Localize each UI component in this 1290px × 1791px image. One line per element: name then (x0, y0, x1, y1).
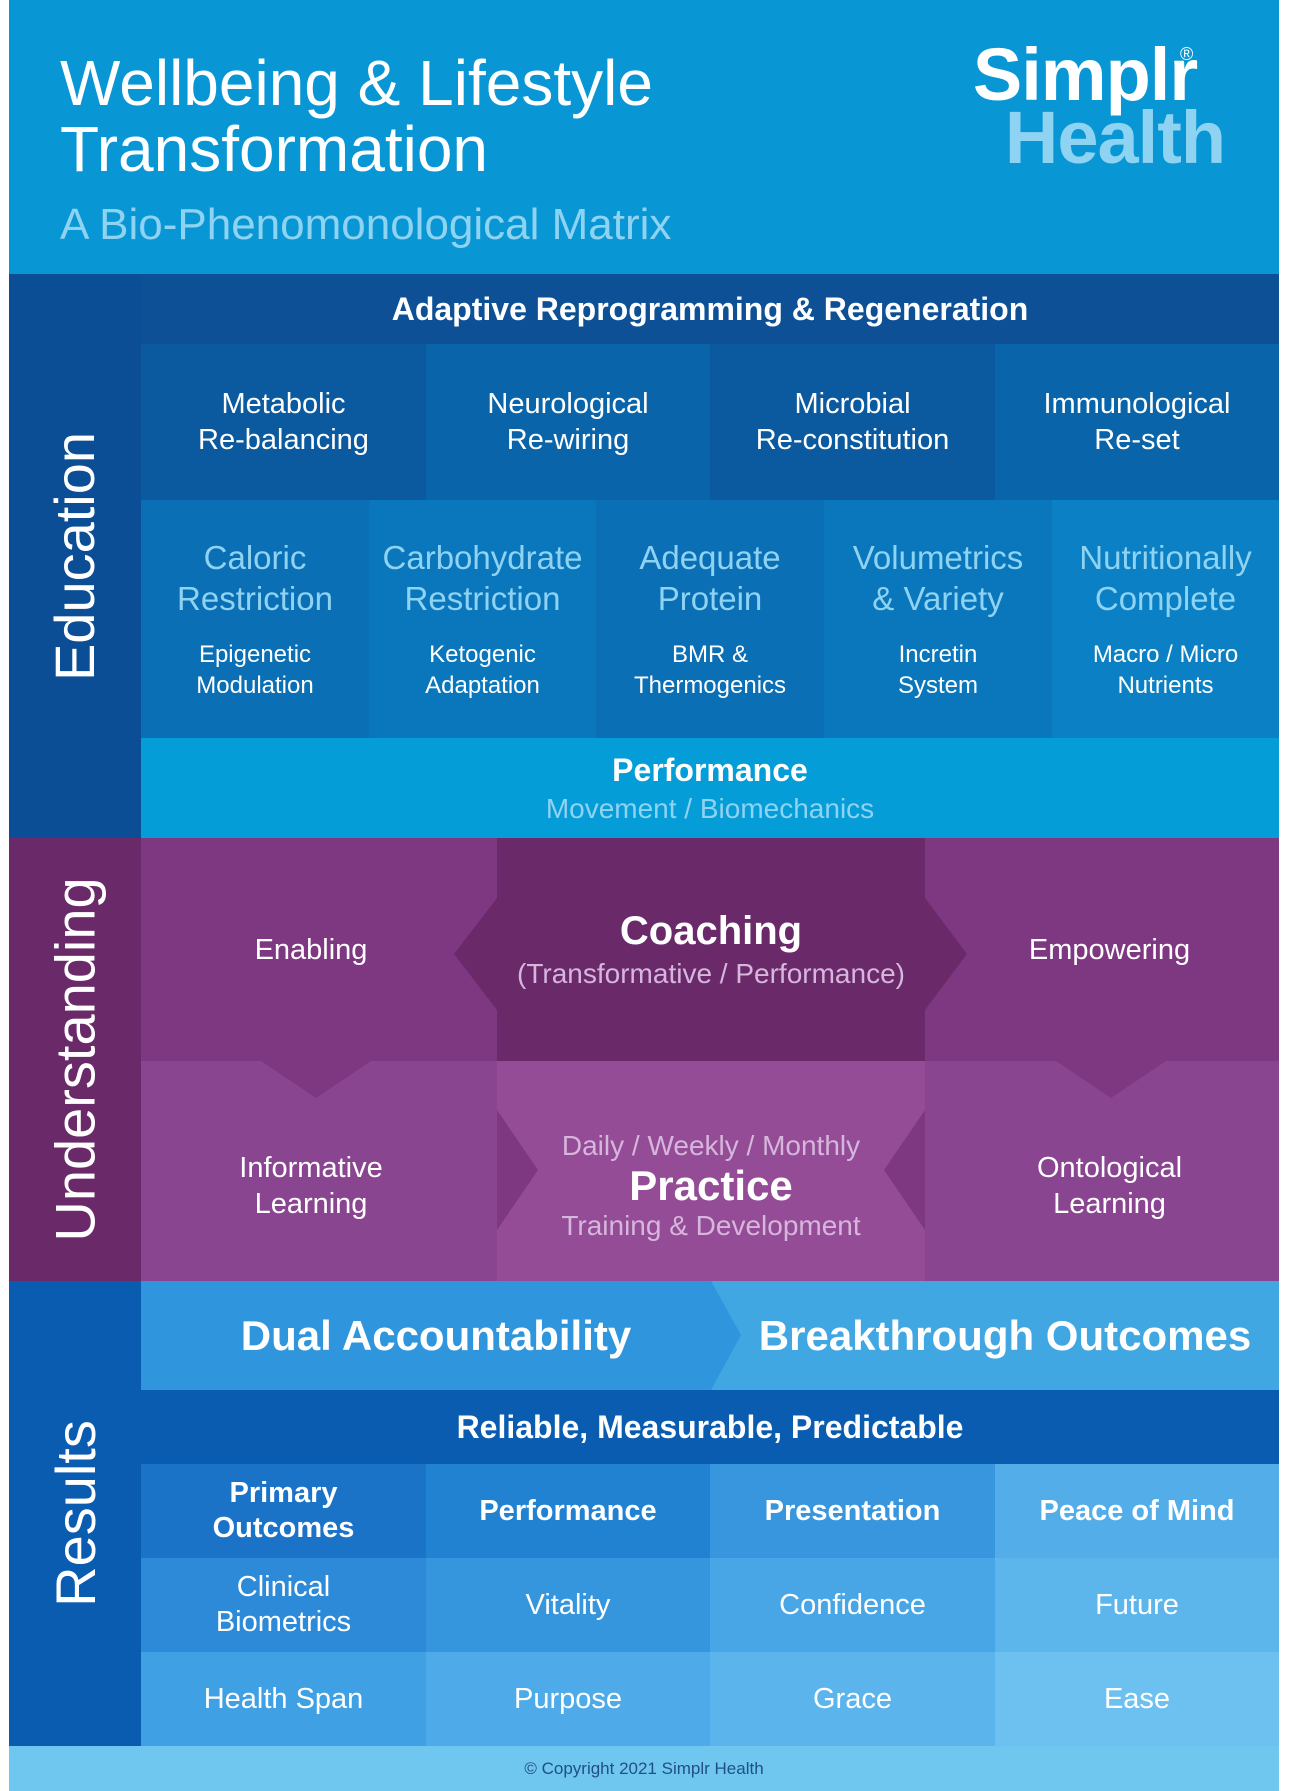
strategy-sub-2: Nutrients (1117, 672, 1214, 699)
strategy-title-1: Carbohydrate (382, 539, 583, 576)
results-cell: Clinical Biometrics (141, 1558, 426, 1652)
understanding-shapes (141, 838, 1279, 1281)
side-label-education: Education (9, 274, 141, 838)
ontological-panel (925, 1061, 1279, 1281)
ontological-line-1: Ontological (1036, 1152, 1183, 1184)
mechanism-line-2: Re-constitution (755, 424, 950, 456)
strategy-sub-2: System (897, 672, 978, 699)
dual-accountability: Dual Accountability (240, 1311, 632, 1359)
practice-shape (497, 1061, 925, 1281)
strategy-sub-1: Epigenetic (198, 641, 312, 668)
strategy-sub-2: Thermogenics (633, 672, 787, 699)
side-label-results: Results (9, 1281, 141, 1746)
mechanism-line-2: Re-set (1094, 424, 1180, 456)
side-label-understanding-text: Understanding (43, 877, 107, 1242)
practice-title: Practice (629, 1162, 793, 1209)
results-cell: Grace (710, 1652, 995, 1746)
strategy-cell: Carbohydrate Restriction Ketogenic Adapt… (369, 500, 596, 738)
breakthrough-outcomes: Breakthrough Outcomes (758, 1311, 1252, 1359)
results-cell: Vitality (426, 1558, 710, 1652)
title-line-1: Wellbeing & Lifestyle (60, 47, 653, 119)
practice-frequency: Daily / Weekly / Monthly (561, 1130, 861, 1161)
strategy-sub-2: Adaptation (425, 672, 540, 699)
strategy-cell: Volumetrics & Variety Incretin System (824, 500, 1052, 738)
coaching-block: Coaching (Transformative / Performance) (497, 838, 925, 1061)
strategy-cell: Nutritionally Complete Macro / Micro Nut… (1052, 500, 1279, 738)
logo-health: Health (1004, 96, 1226, 179)
results-cell: Health Span (141, 1652, 426, 1746)
coaching-title: Coaching (619, 909, 803, 953)
strategy-title-1: Adequate (639, 539, 781, 576)
page-title: Wellbeing & Lifestyle Transformation (60, 50, 860, 182)
strategy-title-2: & Variety (872, 580, 1004, 617)
strategy-sub-2: Modulation (196, 672, 314, 699)
mechanism-line-1: Metabolic (221, 388, 346, 420)
enabling-label: Enabling (254, 933, 368, 966)
results-cell: Confidence (710, 1558, 995, 1652)
strategy-title-1: Nutritionally (1079, 539, 1252, 576)
header-banner (9, 0, 1279, 274)
copyright-footer: © Copyright 2021 Simplr Health (9, 1746, 1279, 1791)
practice-subtitle: Training & Development (561, 1210, 861, 1241)
mechanism-cell: Neurological Re-wiring (426, 344, 710, 500)
strategy-title-2: Restriction (177, 580, 333, 617)
results-cell: Purpose (426, 1652, 710, 1746)
coaching-subtitle: (Transformative / Performance) (517, 958, 905, 989)
results-header-cell: Primary Outcomes (141, 1464, 426, 1558)
empowering-label: Empowering (1028, 933, 1191, 966)
dual-arrow-shape (141, 1281, 741, 1390)
strategy-title-2: Restriction (404, 580, 561, 617)
accountability-arrow (141, 1281, 1279, 1390)
performance-subtitle: Movement / Biomechanics (545, 792, 875, 824)
mechanism-cell: Microbial Re-constitution (710, 344, 995, 500)
page-subtitle: A Bio-Phenomonological Matrix (60, 200, 672, 249)
mechanism-line-1: Microbial (794, 388, 911, 420)
performance-title: Performance (612, 751, 808, 788)
strategy-cell: Adequate Protein BMR & Thermogenics (596, 500, 824, 738)
mechanism-line-1: Neurological (487, 388, 649, 420)
strategy-title-2: Complete (1094, 580, 1237, 617)
side-label-understanding: Understanding (9, 838, 141, 1281)
informative-line-1: Informative (239, 1152, 383, 1184)
mechanism-line-1: Immunological (1043, 388, 1231, 420)
side-label-results-text: Results (43, 1420, 107, 1607)
results-header-cell: Peace of Mind (995, 1464, 1279, 1558)
mechanism-cell: Metabolic Re-balancing (141, 344, 426, 500)
strategy-sub-1: Incretin (898, 641, 978, 668)
mechanism-line-2: Re-wiring (506, 424, 630, 456)
strategy-title-2: Protein (657, 580, 763, 617)
strategy-cell: Caloric Restriction Epigenetic Modulatio… (141, 500, 369, 738)
informative-learning: Informative Learning (141, 1101, 481, 1271)
coaching-hexagon (454, 838, 967, 1061)
ontological-line-2: Learning (1053, 1188, 1166, 1220)
mechanism-cell: Immunological Re-set (995, 344, 1279, 500)
title-line-2: Transformation (60, 113, 488, 185)
registered-mark: ® (1180, 44, 1194, 64)
results-header-cell: Performance (426, 1464, 710, 1558)
reliable-banner: Reliable, Measurable, Predictable (141, 1390, 1279, 1464)
results-cell: Future (995, 1558, 1279, 1652)
results-header-cell: Presentation (710, 1464, 995, 1558)
informative-panel (141, 1061, 497, 1281)
side-label-education-text: Education (43, 431, 107, 681)
performance-banner: Performance Movement / Biomechanics (141, 738, 1279, 838)
informative-line-2: Learning (254, 1188, 368, 1220)
logo-simplr: Simplr (972, 33, 1198, 116)
strategy-sub-1: BMR & (671, 641, 748, 668)
results-cell: Ease (995, 1652, 1279, 1746)
adaptive-banner: Adaptive Reprogramming & Regeneration (141, 274, 1279, 344)
strategy-title-1: Volumetrics (852, 539, 1024, 576)
strategy-sub-1: Macro / Micro (1092, 641, 1239, 668)
ontological-learning: Ontological Learning (940, 1101, 1279, 1271)
strategy-sub-1: Ketogenic (429, 641, 536, 668)
strategy-title-1: Caloric (203, 539, 307, 576)
practice-block: Daily / Weekly / Monthly Practice Traini… (497, 1091, 925, 1281)
mechanism-line-2: Re-balancing (198, 424, 369, 456)
